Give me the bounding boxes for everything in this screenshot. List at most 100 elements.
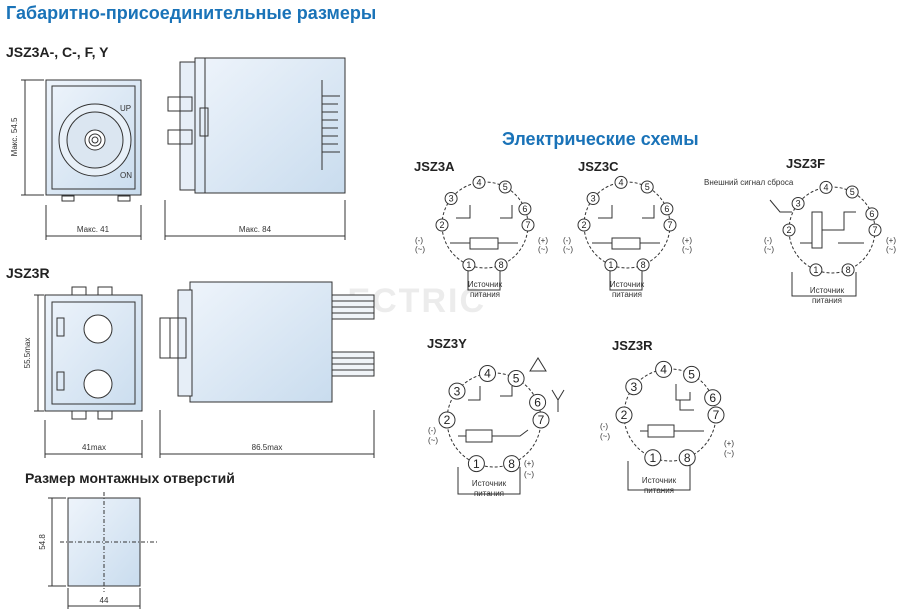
pin-label: 2: [581, 220, 586, 230]
pin-label: 1: [473, 457, 480, 471]
pin-label: 8: [846, 265, 851, 275]
jsz3a-front-view: [21, 79, 142, 240]
a-depth-dim: Макс. 84: [239, 225, 272, 234]
pin-label: 4: [660, 363, 667, 377]
pin-label: 5: [850, 187, 855, 197]
pin-label: 6: [534, 396, 541, 410]
page-title: Габаритно-присоединительные размеры: [6, 3, 377, 23]
svg-text:питания: питания: [812, 296, 842, 305]
pin-circle: [435, 218, 449, 232]
scheme-title-jsz3r: JSZ3R: [612, 338, 653, 353]
svg-text:Источник: Источник: [810, 286, 845, 295]
scheme-title-jsz3c: JSZ3C: [578, 159, 619, 174]
svg-text:(-): (-): [415, 236, 423, 245]
pin-circle: [472, 175, 486, 189]
pin-label: 7: [667, 220, 672, 230]
pin-label: 6: [522, 204, 527, 214]
r-depth-dim: 86.5max: [252, 443, 283, 452]
r-width-dim: 41max: [82, 443, 106, 452]
pin-circle: [663, 218, 677, 232]
svg-text:(+): (+): [524, 459, 534, 468]
svg-text:(+): (+): [724, 439, 734, 448]
pin-circle: [615, 406, 633, 424]
pin-circle: [660, 202, 674, 216]
pin-circle: [577, 218, 591, 232]
pin-circle: [586, 192, 600, 205]
pin-circle: [683, 365, 701, 383]
pin-label: 6: [709, 391, 716, 405]
mount-hole-drawing: [48, 492, 158, 609]
pin-circle: [479, 365, 496, 382]
svg-text:(~): (~): [563, 245, 573, 254]
svg-text:(-): (-): [600, 422, 608, 431]
pin-label: 7: [538, 413, 545, 427]
pin-circle: [704, 389, 722, 407]
pin-circle: [655, 360, 673, 378]
pin-label: 2: [621, 408, 628, 422]
pin-circle: [809, 263, 823, 277]
pin-label: 5: [503, 182, 508, 192]
scheme-title-jsz3f: JSZ3F: [786, 156, 825, 171]
pin-label: 3: [449, 194, 454, 204]
svg-text:(~): (~): [600, 432, 610, 441]
pin-circle: [518, 202, 532, 216]
pin-circle: [865, 207, 879, 221]
pin-label: 7: [713, 408, 720, 422]
a-height-dim: Макс. 54.5: [10, 117, 19, 156]
pin-circle: [521, 218, 535, 232]
pin-label: 3: [630, 380, 637, 394]
pin-circle: [614, 175, 628, 189]
pin-label: 5: [513, 372, 520, 386]
pin-label: 1: [466, 260, 471, 270]
pin-label: 2: [439, 220, 444, 230]
model-label-jsz3a-group: JSZ3A-, C-, F, Y: [6, 44, 109, 60]
pin-circle: [644, 449, 662, 467]
jsz3a-side-view: [164, 57, 346, 240]
pin-circle: [678, 449, 696, 467]
hole-width-dim: 44: [100, 596, 109, 605]
pin-label: 5: [645, 182, 650, 192]
svg-text:(-): (-): [764, 236, 772, 245]
svg-text:(-): (-): [428, 426, 436, 435]
pin-label: 7: [872, 225, 877, 235]
up-label: UP: [120, 104, 131, 113]
pin-label: 8: [508, 457, 515, 471]
pin-circle: [494, 258, 508, 272]
on-label: ON: [120, 171, 132, 180]
pin-label: 4: [476, 178, 481, 188]
mount-holes-title: Размер монтажных отверстий: [25, 470, 235, 486]
svg-text:питания: питания: [644, 486, 674, 495]
pin-label: 5: [688, 368, 695, 382]
pin-label: 1: [608, 260, 613, 270]
svg-text:питания: питания: [470, 290, 500, 299]
pin-circle: [498, 180, 512, 194]
pin-label: 3: [454, 384, 461, 398]
pin-circle: [845, 185, 859, 199]
svg-text:(~): (~): [682, 245, 692, 254]
svg-text:питания: питания: [612, 290, 642, 299]
pin-circle: [707, 406, 725, 424]
pin-label: 2: [444, 413, 451, 427]
a-width-dim: Макс. 41: [77, 225, 110, 234]
pin-circle: [636, 258, 650, 272]
scheme-title-jsz3y: JSZ3Y: [427, 336, 467, 351]
svg-text:(~): (~): [428, 436, 438, 445]
jsz3r-side-view: [159, 281, 375, 458]
svg-text:(+): (+): [682, 236, 692, 245]
pin-circle: [782, 223, 796, 237]
pin-circle: [444, 192, 458, 205]
pin-label: 6: [664, 204, 669, 214]
pin-circle: [448, 382, 466, 400]
svg-text:(~): (~): [724, 449, 734, 458]
jsz3r-front-view: [34, 286, 143, 458]
pin-label: 6: [869, 209, 874, 219]
